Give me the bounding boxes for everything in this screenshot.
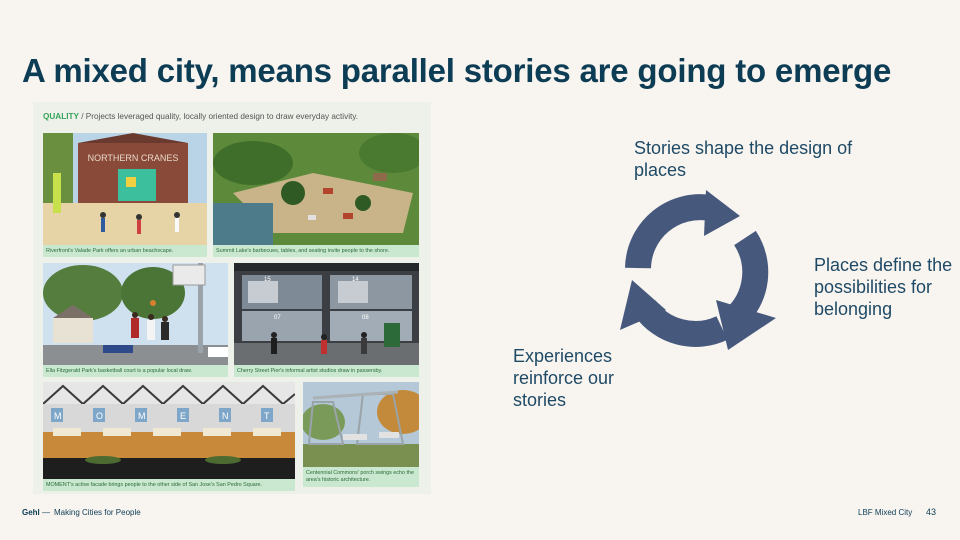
- cycle-arrow-top: [625, 190, 740, 269]
- porch-swings-photo: [303, 382, 419, 467]
- cherry-street-pier-photo: 15 14 07 08: [234, 263, 419, 365]
- footer-project-name: LBF Mixed City: [858, 508, 913, 517]
- cycle-label-experiences-reinforce: Experiences reinforce our stories: [513, 346, 615, 410]
- caption-valade-park: Riverfront's Valade Park offers an urban…: [43, 245, 207, 257]
- summit-lake-photo: [213, 133, 419, 245]
- moment-letter-6: T: [264, 411, 270, 421]
- collage-heading: QUALITY / Projects leveraged quality, lo…: [43, 112, 358, 121]
- caption-moment: MOMENT's active facade brings people to …: [43, 479, 295, 491]
- valade-park-photo: NORTHERN CRANES: [43, 133, 207, 245]
- cycle-arrows-diagram: [620, 190, 776, 350]
- cycle-label-stories-shape: Stories shape the design of places: [634, 138, 853, 180]
- basketball-court-photo: [43, 263, 228, 365]
- caption-basketball-court: Ella Fitzgerald Park's basketball court …: [43, 365, 228, 377]
- slide-title: A mixed city, means parallel stories are…: [22, 52, 892, 89]
- cycle-arrow-right: [716, 230, 776, 350]
- caption-porch-swings: Centennial Commons' porch swings echo th…: [303, 467, 419, 487]
- moment-letter-4: E: [180, 411, 186, 421]
- studio-number-15: 15: [264, 277, 271, 283]
- caption-summit-lake: Summit Lake's barbecues, tables, and sea…: [213, 245, 419, 257]
- footer-tagline: Making Cities for People: [54, 508, 141, 517]
- moment-letter-1: M: [54, 411, 62, 421]
- cycle-label-places-define: Places define the possibilities for belo…: [814, 255, 953, 319]
- moment-letter-2: O: [96, 411, 103, 421]
- cycle-arrow-left: [620, 280, 728, 347]
- quality-collage: QUALITY / Projects leveraged quality, lo…: [33, 102, 431, 494]
- page-number: 43: [926, 507, 937, 517]
- collage-heading-text: / Projects leveraged quality, locally or…: [78, 112, 359, 121]
- moment-facade-photo: M O M E N T: [43, 382, 295, 479]
- footer-dash: —: [42, 508, 51, 517]
- valade-sign-text: NORTHERN CRANES: [88, 153, 179, 163]
- studio-number-08: 08: [362, 315, 369, 321]
- studio-number-07: 07: [274, 315, 281, 321]
- footer-brand: Gehl —: [22, 508, 51, 517]
- collage-heading-keyword: QUALITY: [43, 112, 79, 121]
- caption-cherry-street-pier: Cherry Street Pier's informal artist stu…: [234, 365, 419, 377]
- moment-letter-5: N: [222, 411, 229, 421]
- studio-number-14: 14: [352, 277, 359, 283]
- moment-letter-3: M: [138, 411, 146, 421]
